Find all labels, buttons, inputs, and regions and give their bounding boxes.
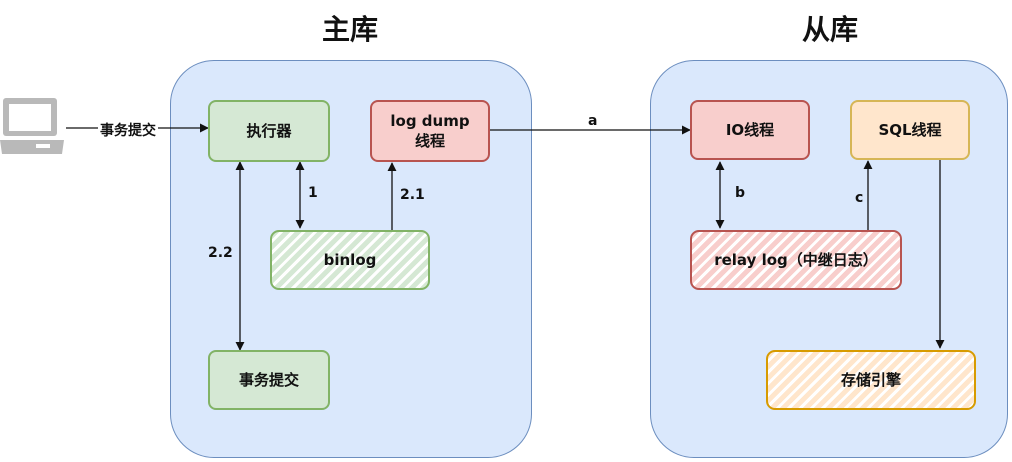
laptop-icon bbox=[0, 98, 64, 154]
step-c-label: c bbox=[855, 190, 864, 206]
master-title: 主库 bbox=[321, 13, 378, 46]
client-commit-label: 事务提交 bbox=[98, 120, 158, 140]
binlog-node: binlog bbox=[270, 230, 430, 290]
slave-title: 从库 bbox=[801, 13, 858, 46]
step-1-label: 1 bbox=[308, 185, 318, 201]
sql-thread-node: SQL线程 bbox=[850, 100, 970, 160]
step-2-2-label: 2.2 bbox=[208, 245, 233, 261]
step-a-label: a bbox=[588, 113, 598, 129]
relay-log-node: relay log（中继日志） bbox=[690, 230, 902, 290]
step-b-label: b bbox=[735, 185, 746, 201]
io-thread-node: IO线程 bbox=[690, 100, 810, 160]
storage-engine-node: 存储引擎 bbox=[766, 350, 976, 410]
transaction-commit-node: 事务提交 bbox=[208, 350, 330, 410]
log-dump-thread-node: log dump 线程 bbox=[370, 100, 490, 162]
executor-node: 执行器 bbox=[208, 100, 330, 162]
step-2-1-label: 2.1 bbox=[400, 187, 425, 203]
